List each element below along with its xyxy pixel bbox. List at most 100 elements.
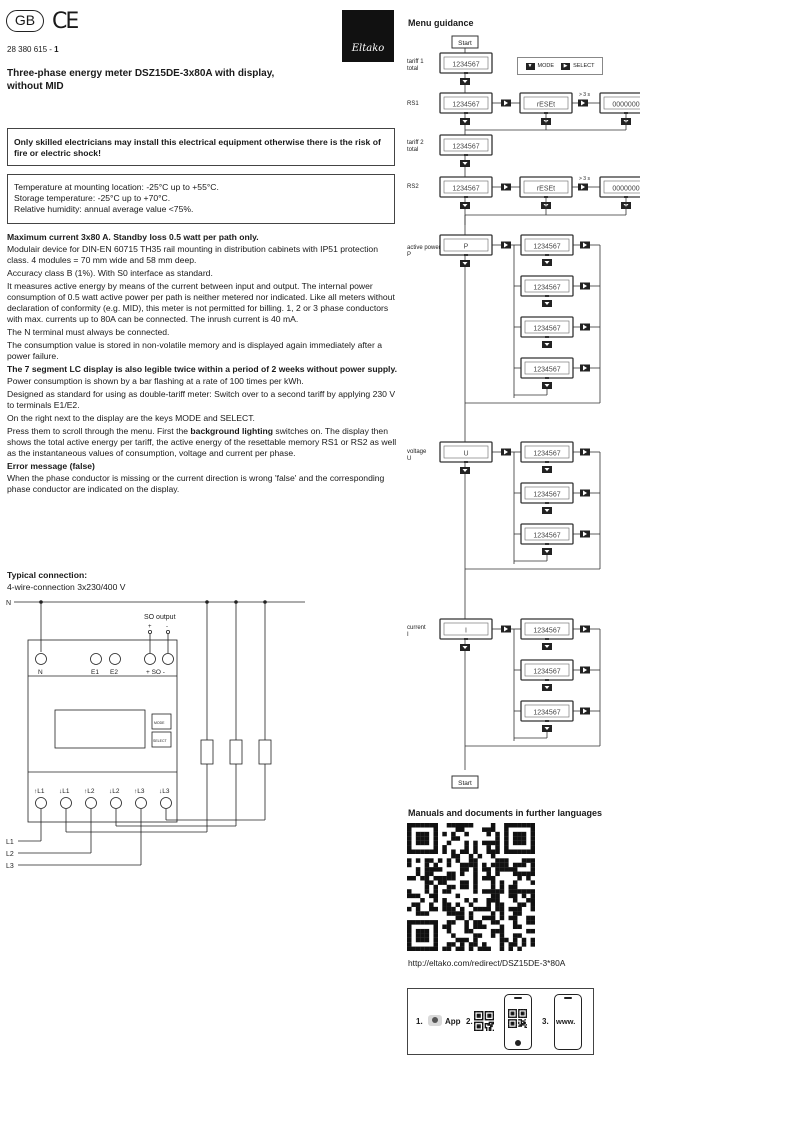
select-arrow-active (501, 241, 511, 249)
article-number: 28 380 615 - 1 (7, 45, 59, 54)
select-arrow-active-2 (580, 282, 590, 290)
lcd-current-1: 1234567 (520, 618, 574, 640)
manuals-url[interactable]: http://eltako.com/redirect/DSZ15DE-3*80A (408, 958, 566, 968)
step1-number: 1. (416, 1017, 423, 1026)
l1-label: L1 (6, 839, 14, 846)
manuals-qr-code[interactable] (407, 823, 535, 951)
mode-arrow-voltage-2 (542, 507, 552, 514)
keys-legend: ▼MODE ▶SELECT (517, 57, 603, 75)
description-text: Maximum current 3x80 A. Standby loss 0.5… (7, 232, 397, 497)
step3-number: 3. (542, 1017, 549, 1026)
hold-rs2: > 3 s (579, 176, 590, 182)
menu-flow-diagram: Start 1234567 1234567 rESEt > 3 s 0000000 1234… (439, 35, 640, 789)
step2-number: 2. (466, 1017, 473, 1026)
bottom-term-1: ↑L1 (34, 788, 45, 795)
lcd-rs1: 1234567 (439, 92, 493, 114)
lcd-active-2: 1234567 (520, 275, 574, 297)
svg-text:Start: Start (458, 40, 472, 47)
lcd-active-head: P (439, 234, 493, 256)
svg-text:U: U (463, 451, 468, 458)
select-arrow-current-1 (580, 625, 590, 633)
lcd-rs2-reset: rESEt (519, 176, 573, 198)
ce-mark-icon: CE (52, 9, 79, 34)
connection-subtitle: 4-wire-connection 3x230/400 V (7, 582, 126, 592)
svg-text:1234567: 1234567 (533, 533, 560, 540)
select-arrow-current-2 (580, 666, 590, 674)
lcd-current-2: 1234567 (520, 659, 574, 681)
para-n-terminal: The N terminal must always be connected. (7, 327, 170, 337)
heading-display: The 7 segment LC display is also legible… (7, 364, 397, 374)
temp-mounting: Temperature at mounting location: -25°C … (14, 182, 219, 192)
humidity: Relative humidity: annual average value … (14, 204, 194, 214)
svg-text:1234567: 1234567 (533, 244, 560, 251)
mode-arrow-active-3 (542, 341, 552, 348)
lcd-voltage-2: 1234567 (520, 482, 574, 504)
svg-text:rESEt: rESEt (537, 186, 555, 193)
wiring-diagram: N SO output + - N E1 E2 + SO - MODE SELE… (6, 600, 305, 870)
bottom-term-2: ↓L1 (59, 788, 70, 795)
mode-arrow-tariff2 (460, 160, 470, 167)
menu-guidance-title: Menu guidance (408, 18, 474, 28)
mode-arrow-voltage-1 (542, 466, 552, 473)
select-arrow-current-3 (580, 707, 590, 715)
term-s0-label: + SO - (146, 669, 165, 676)
mode-key-icon: ▼ (525, 62, 535, 70)
s0-output-label: SO output (144, 614, 176, 621)
lcd-rs1-reset: rESEt (519, 92, 573, 114)
svg-text:1234567: 1234567 (533, 669, 560, 676)
para-scroll: Press them to scroll through the menu. F… (7, 426, 397, 458)
para-mounting: Modulair device for DIN-EN 60715 TH35 ra… (7, 244, 378, 265)
select-arrow-rs1-hold (578, 99, 588, 107)
mode-arrow-rs2 (460, 202, 470, 209)
term-n-label: N (38, 669, 43, 676)
mode-arrow-voltage-3 (542, 548, 552, 555)
camera-app-icon (428, 1015, 442, 1026)
svg-text:1234567: 1234567 (533, 285, 560, 292)
select-key-label: SELECT (153, 739, 167, 743)
select-arrow-voltage-1 (580, 448, 590, 456)
svg-text:1234567: 1234567 (533, 367, 560, 374)
qr-thumbnail-icon (474, 1011, 494, 1031)
svg-text:1234567: 1234567 (533, 628, 560, 635)
mode-key-label: MODE (154, 721, 165, 725)
para-consumption: Power consumption is shown by a bar flas… (7, 376, 304, 386)
svg-text:1234567: 1234567 (533, 326, 560, 333)
mode-arrow-active-head (460, 260, 470, 267)
lcd-active-1: 1234567 (520, 234, 574, 256)
lcd-active-3: 1234567 (520, 316, 574, 338)
label-rs2: RS2 (407, 184, 419, 190)
svg-text:1234567: 1234567 (452, 144, 479, 151)
term-e1-label: E1 (91, 669, 99, 676)
para-tariff: Designed as standard for using as double… (7, 389, 396, 410)
heading-error: Error message (false) (7, 461, 95, 471)
safety-warning: Only skilled electricians may install th… (7, 128, 395, 166)
l3-label: L3 (6, 863, 14, 870)
mode-arrow-current-head (460, 644, 470, 651)
svg-text:rESEt: rESEt (537, 102, 555, 109)
phone-web-icon: www. (554, 994, 582, 1050)
lcd-voltage-3: 1234567 (520, 523, 574, 545)
para-accuracy: Accuracy class B (1%). With S0 interface… (7, 268, 213, 278)
mode-arrow-voltage-head (460, 467, 470, 474)
phone-scan-icon (504, 994, 532, 1050)
svg-text:1234567: 1234567 (452, 62, 479, 69)
lcd-voltage-1: 1234567 (520, 441, 574, 463)
select-arrow-active-4 (580, 364, 590, 372)
lcd-active-4: 1234567 (520, 357, 574, 379)
para-error: When the phase conductor is missing or t… (7, 473, 385, 494)
select-arrow-current (501, 625, 511, 633)
connection-title: Typical connection: (7, 570, 88, 580)
lcd-current-3: 1234567 (520, 700, 574, 722)
mode-arrow-active-1 (542, 259, 552, 266)
lcd-rs1-zero: 0000000 (599, 92, 640, 114)
svg-text:1234567: 1234567 (452, 102, 479, 109)
select-arrow-voltage-3 (580, 530, 590, 538)
n-line-label: N (6, 600, 11, 607)
svg-text:0000000: 0000000 (612, 186, 639, 193)
bottom-term-3: ↑L2 (84, 788, 95, 795)
svg-text:0000000: 0000000 (612, 102, 639, 109)
select-key-icon: ▶ (561, 62, 571, 70)
lcd-tariff2: 1234567 (439, 134, 493, 156)
language-badge: GB (6, 10, 44, 32)
